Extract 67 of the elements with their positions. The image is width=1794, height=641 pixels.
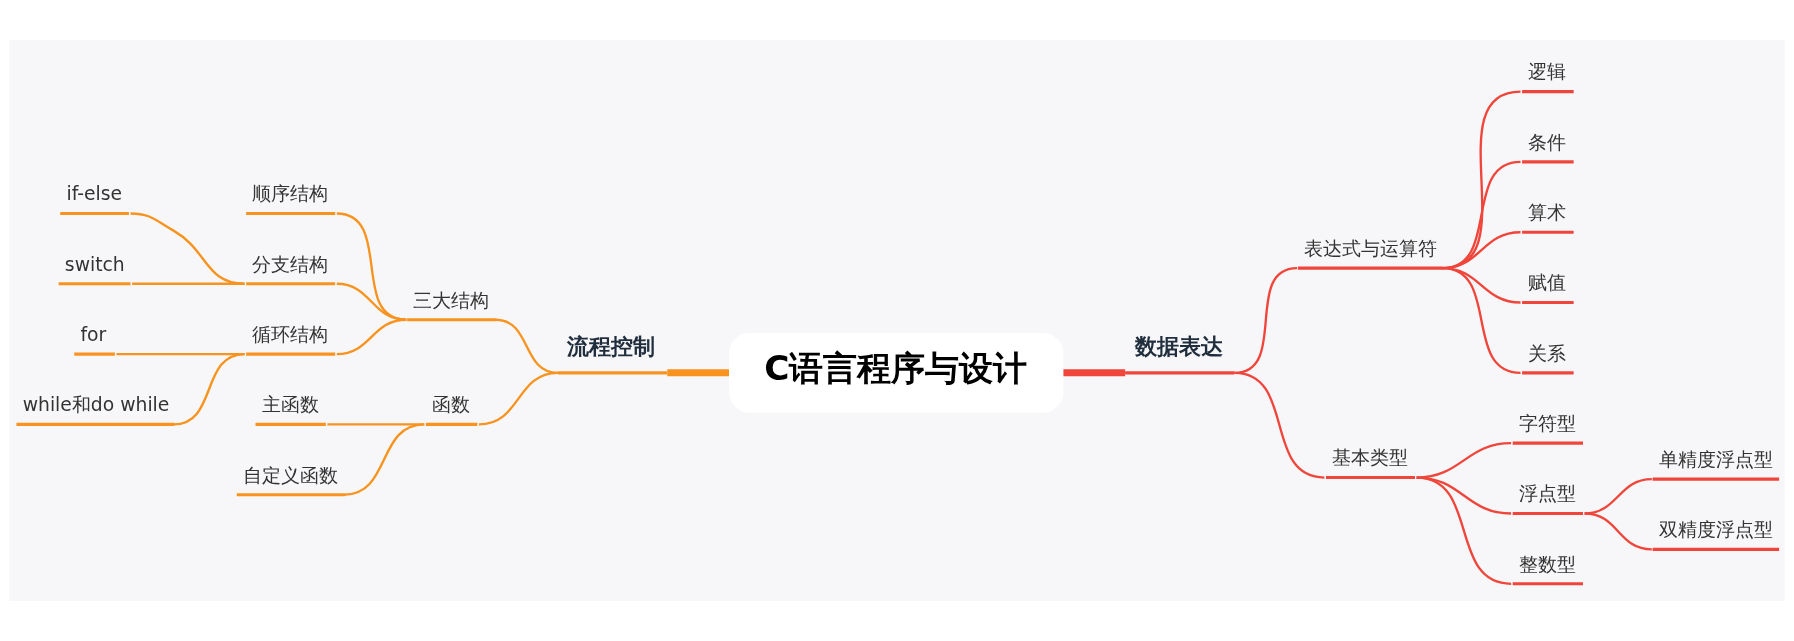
node-label: 算术 (1528, 202, 1567, 224)
node-label: switch (64, 253, 125, 275)
connector (1062, 369, 1126, 377)
connector (132, 282, 245, 285)
node-label: 数据表达 (1134, 334, 1223, 360)
node-box (1512, 441, 1583, 445)
node-box (1297, 266, 1444, 270)
node-label: 主函数 (261, 394, 319, 416)
node-label: 赋值 (1528, 272, 1567, 294)
connector (336, 282, 407, 321)
node-box (1522, 90, 1574, 94)
node-label: 三大结构 (413, 289, 490, 311)
node-label: 单精度浮点型 (1658, 448, 1773, 470)
node-box (236, 493, 345, 497)
node-label: 逻辑 (1528, 61, 1567, 83)
connector (1416, 442, 1512, 479)
node-label: 自定义函数 (243, 464, 339, 486)
connector (343, 423, 425, 496)
connector (130, 212, 245, 285)
node-label: for (80, 323, 107, 345)
node-label: if-else (66, 183, 123, 205)
node-box (246, 211, 336, 215)
node-label: 分支结构 (252, 253, 329, 275)
connector (495, 318, 559, 374)
node-box (1522, 300, 1574, 305)
node-box (58, 282, 131, 286)
connector (478, 371, 559, 426)
node-box (1512, 582, 1583, 586)
node-box: C语言程序与设计 (729, 333, 1064, 413)
node-label: 条件 (1528, 131, 1567, 153)
node-label: 函数 (432, 394, 471, 416)
node-label: while和do while (22, 394, 170, 416)
connector (1442, 267, 1521, 374)
node-label: 循环结构 (252, 323, 329, 345)
node-box (255, 422, 326, 426)
node-box (60, 211, 129, 215)
node-box (557, 371, 668, 375)
node-box (74, 352, 115, 356)
node-label: 字符型 (1518, 413, 1576, 435)
node-box (1522, 230, 1574, 234)
node-box (246, 352, 336, 356)
connector (1584, 512, 1652, 551)
node-label: 基本类型 (1332, 447, 1409, 469)
node-box (1652, 477, 1780, 481)
node-label: 整数型 (1518, 553, 1576, 575)
node-label: 顺序结构 (252, 183, 329, 205)
node-label: 双精度浮点型 (1658, 519, 1773, 541)
node-box (246, 282, 336, 286)
connector (173, 352, 245, 426)
node-label: 关系 (1528, 342, 1567, 364)
connector (1234, 267, 1298, 374)
connector (336, 318, 407, 356)
connector (1234, 371, 1325, 479)
node-label: 浮点型 (1518, 483, 1576, 505)
node-box (425, 422, 478, 426)
connector (336, 212, 407, 321)
node-box (16, 422, 175, 426)
node-box (1652, 547, 1780, 551)
node-box (407, 318, 497, 322)
node-label: 表达式与运算符 (1304, 238, 1438, 260)
node-box (1522, 371, 1574, 375)
node-box (1512, 511, 1583, 516)
node-label: 流程控制 (567, 334, 656, 360)
node-box (1325, 476, 1416, 480)
connector (1416, 476, 1512, 585)
node-box (1522, 160, 1574, 164)
node-box (1125, 371, 1235, 375)
